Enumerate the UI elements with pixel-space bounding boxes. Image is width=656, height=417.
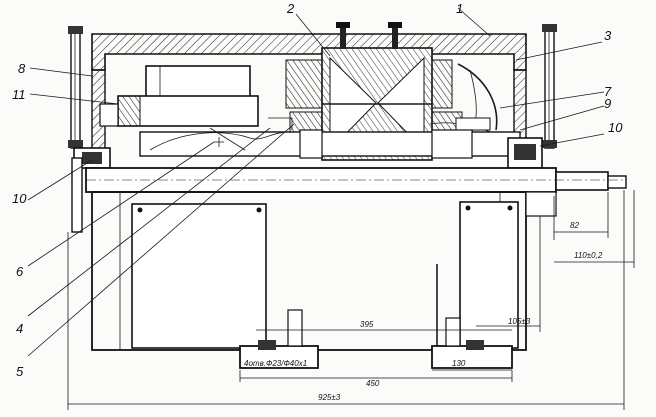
callout-9: 9: [604, 96, 611, 111]
brush-gear: [99, 95, 259, 127]
shaft: [71, 157, 627, 233]
dim-105: 105±3: [508, 317, 531, 326]
callout-10-right: 10: [608, 120, 623, 135]
callout-3: 3: [604, 28, 612, 43]
dim-925: 925±3: [318, 393, 341, 402]
side-covers: [131, 201, 519, 350]
callout-7: 7: [604, 84, 612, 99]
callout-11: 11: [12, 87, 26, 102]
callouts: 1 2 3 4 5 6 7 8 9 10 10 11: [12, 1, 623, 379]
dimension-lines: [67, 190, 635, 410]
air-duct: [429, 63, 501, 137]
dimension-texts: 82 110±0,2 395 105±3 4отв.Ф23/Ф40x1 450 …: [244, 221, 603, 402]
callout-2: 2: [286, 1, 295, 16]
dim-395: 395: [360, 320, 374, 329]
callout-1: 1: [456, 1, 463, 16]
dim-110: 110±0,2: [574, 251, 603, 260]
callout-5: 5: [16, 364, 24, 379]
dim-450: 450: [366, 379, 380, 388]
callout-10-left: 10: [12, 191, 27, 206]
leader-lines: [27, 7, 605, 357]
callout-4: 4: [16, 321, 23, 336]
mounting-feet: [239, 309, 513, 369]
callout-8: 8: [18, 61, 26, 76]
dim-82: 82: [570, 221, 579, 230]
bearing-shields: [73, 137, 543, 169]
dim-130: 130: [452, 359, 466, 368]
dim-holes: 4отв.Ф23/Ф40x1: [244, 359, 307, 368]
callout-6: 6: [16, 264, 24, 279]
